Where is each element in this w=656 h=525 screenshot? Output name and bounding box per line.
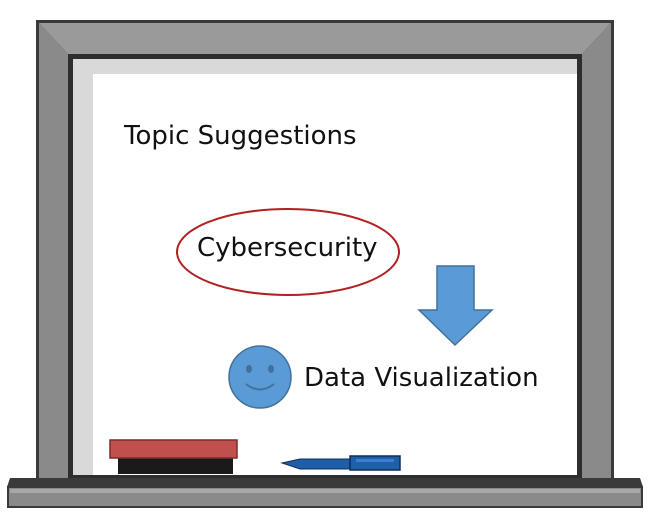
whiteboard-surface	[73, 59, 577, 475]
eraser-icon	[109, 439, 238, 474]
next-topic: Data Visualization	[304, 363, 539, 393]
highlighted-topic: Cybersecurity	[197, 233, 378, 263]
whiteboard-tray	[7, 478, 643, 508]
board-title: Topic Suggestions	[124, 121, 357, 151]
marker-icon	[280, 455, 401, 471]
smiley-face-icon	[228, 345, 292, 409]
highlight-circle	[176, 208, 400, 296]
down-arrow-icon	[417, 265, 494, 347]
